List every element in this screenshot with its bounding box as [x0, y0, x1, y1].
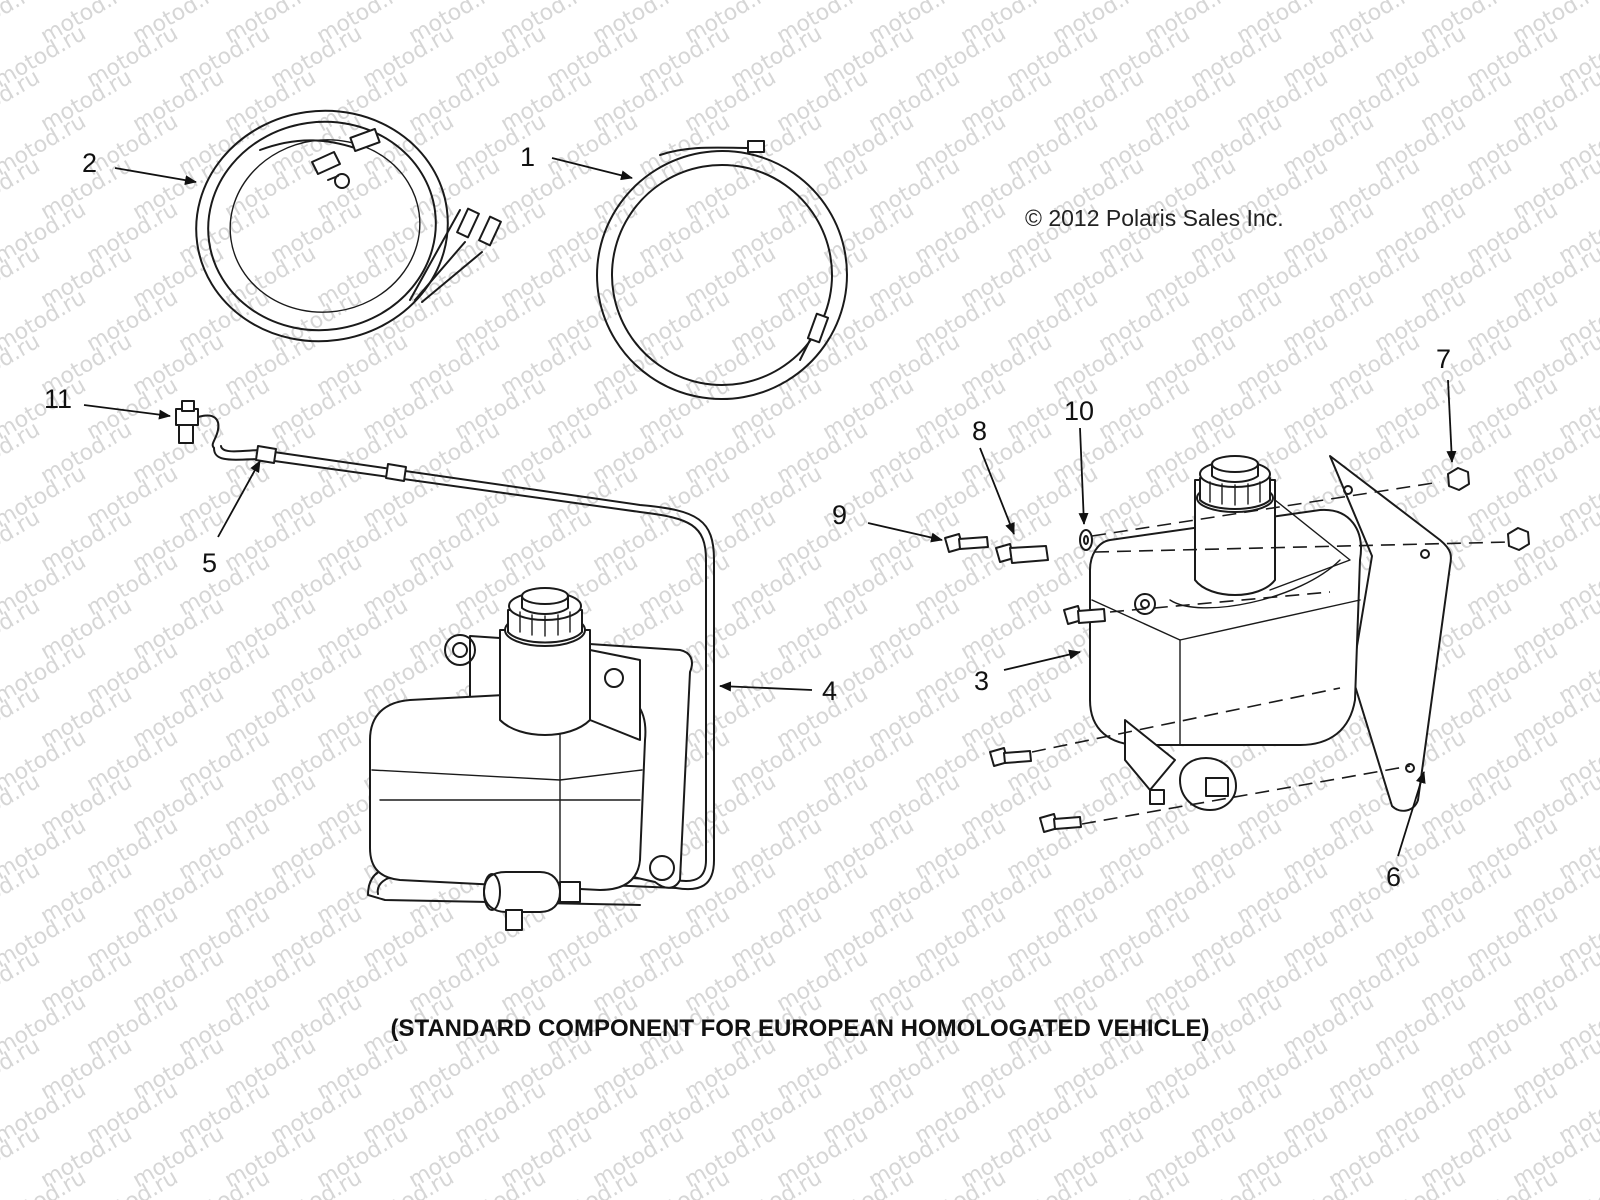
hose-clip-icon: [255, 445, 407, 482]
callout-6: 6: [1386, 862, 1401, 892]
diagram-caption: (STANDARD COMPONENT FOR EUROPEAN HOMOLOG…: [390, 1015, 1209, 1042]
coiled-wire-harness-icon: [596, 140, 848, 401]
nozzle-connector-icon: [175, 400, 220, 449]
washer-reservoir-tank-icon: [369, 587, 693, 931]
screw-icon: [944, 533, 1082, 833]
watermark-text: motod.ru: [1555, 1165, 1600, 1200]
callout-11: 11: [44, 384, 72, 414]
callout-3: 3: [974, 666, 989, 696]
callout-1: 1: [520, 142, 535, 172]
callout-5: 5: [202, 548, 217, 578]
callout-labels: 1 2 3 4 5 6 7 8 9 10 11: [44, 142, 1451, 892]
washer-reservoir-tank-icon: [1089, 455, 1362, 811]
copyright-notice: © 2012 Polaris Sales Inc.: [1025, 205, 1284, 231]
callout-9: 9: [832, 500, 847, 530]
coiled-wire-harness-with-terminals-icon: [195, 109, 502, 343]
bolt-icon: [995, 543, 1106, 625]
callout-4: 4: [822, 676, 837, 706]
nut-icon: [1447, 467, 1530, 551]
callout-10: 10: [1064, 396, 1094, 426]
assembly-lines: [1031, 481, 1511, 825]
callout-2: 2: [82, 148, 97, 178]
washer-icon: [1079, 529, 1093, 551]
callout-arrows: [83, 157, 1457, 857]
watermark-text: motod.ru: [0, 0, 44, 49]
callout-7: 7: [1436, 344, 1451, 374]
callout-8: 8: [972, 416, 987, 446]
